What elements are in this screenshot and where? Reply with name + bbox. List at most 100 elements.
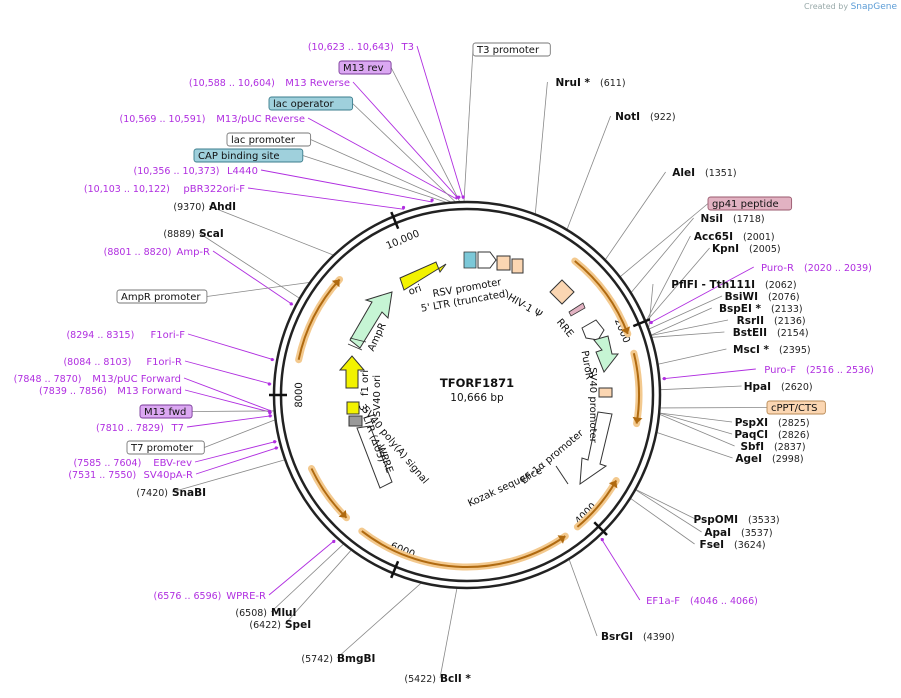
restriction-site[interactable]: SbfI(2837) [740,441,805,453]
restriction-site[interactable]: PspOMI(3533) [693,514,779,526]
tick-mark [593,521,608,536]
primer-site[interactable]: (7810 .. 7829)T7 [96,423,184,434]
restriction-site[interactable]: (8889)ScaI [163,228,223,240]
feature-arc[interactable] [361,530,566,568]
restriction-site[interactable]: FseI(3624) [700,539,766,551]
feature-label-box[interactable]: lac promoter [226,132,312,147]
feature-label-box[interactable]: CAP binding site [193,148,304,163]
site-connector [171,459,285,493]
primer-site[interactable]: Puro-F(2516 .. 2536) [764,365,874,376]
restriction-site[interactable]: (9370)AhdI [173,201,236,213]
feature-label-box[interactable]: M13 rev [338,60,392,75]
site-name: PspXI [735,417,768,429]
feature-label-box[interactable]: cPPT/CTS [766,400,826,415]
primer-range: (10,588 .. 10,604) [189,78,275,89]
feature-label-box[interactable]: T7 promoter [126,440,205,455]
inner-feature-label: PuroR [579,350,595,381]
site-position: (3624) [734,540,766,551]
rsv-promoter-feature[interactable] [477,251,497,269]
restriction-site[interactable]: PflFI - Tth111I(2062) [671,279,796,291]
site-connector [284,550,352,625]
feature-label-box[interactable]: gp41 peptide [707,196,793,211]
feature-arc[interactable] [297,278,341,360]
feature-arc-arrowhead [557,535,566,544]
primer-connector [183,377,272,412]
primer-site[interactable]: (6576 .. 6596)WPRE-R [154,591,267,602]
cppt-feature[interactable] [598,387,613,398]
primer-site[interactable]: (8801 .. 8820)Amp-R [104,247,210,258]
feature-label-box[interactable]: T3 promoter [472,42,551,57]
restriction-site[interactable]: AgeI(2998) [735,453,803,465]
restriction-site[interactable]: NruI *(611) [556,77,626,89]
primer-range: (7531 .. 7550) [68,470,136,481]
primer-connector [649,266,755,324]
primer-site[interactable]: (7839 .. 7856)M13 Forward [39,386,182,397]
ef1a-promoter-feature[interactable] [579,411,613,486]
primer-connector [268,539,336,596]
restriction-site[interactable]: BspEI *(2133) [719,303,803,315]
puror-feature[interactable] [593,335,620,373]
tick-mark [632,318,651,328]
primer-connector [184,389,272,413]
restriction-site[interactable]: BsiWI(2076) [725,291,800,303]
feature-label-connector [302,155,446,203]
sv40-polya-feature[interactable] [348,415,363,427]
site-position: (611) [600,78,626,89]
primer-range: (2516 .. 2536) [806,365,874,376]
sv40-ori-feature[interactable] [346,401,360,415]
primer-site[interactable]: (10,588 .. 10,604)M13 Reverse [189,78,350,89]
feature-label-box[interactable]: lac operator [268,96,354,111]
ampr-feature[interactable] [349,291,393,349]
primer-site[interactable]: (7585 .. 7604)EBV-rev [73,458,192,469]
restriction-site[interactable]: (6422)SpeI [249,619,311,631]
restriction-site[interactable]: (6508)MluI [235,607,296,619]
primer-site[interactable]: (8294 .. 8315)F1ori-F [66,330,185,341]
restriction-site[interactable]: BsrGI(4390) [601,631,675,643]
restriction-site[interactable]: RsrII(2136) [737,315,806,327]
site-position: (2154) [777,328,809,339]
primer-site[interactable]: (10,356 .. 10,373)L4440 [134,166,258,177]
primer-site[interactable]: (10,623 .. 10,643)T3 [308,42,414,53]
primer-site[interactable]: (7848 .. 7870)M13/pUC Forward [14,374,181,385]
primer-site[interactable]: EF1a-F(4046 .. 4066) [646,596,758,607]
restriction-site[interactable]: (7420)SnaBI [136,487,206,499]
restriction-site[interactable]: ApaI(3537) [704,527,772,539]
primer-range: (2020 .. 2039) [804,263,872,274]
hiv1-psi-feature[interactable] [496,255,511,271]
primer-name: Amp-R [177,247,211,258]
primer-site[interactable]: (7531 .. 7550)SV40pA-R [68,470,193,481]
feature-label-box[interactable]: M13 fwd [139,404,193,419]
feature-label-box[interactable]: AmpR promoter [116,289,208,304]
feature-label-connector [192,410,274,412]
restriction-site[interactable]: PaqCI(2826) [734,429,809,441]
primer-site[interactable]: (8084 .. 8103)F1ori-R [63,357,182,368]
site-position: (2826) [778,430,810,441]
feature-arc[interactable] [574,260,629,335]
restriction-site[interactable]: NsiI(1718) [700,213,764,225]
primer-site[interactable]: (10,569 .. 10,591)M13/pUC Reverse [120,114,305,125]
restriction-site[interactable]: AleI(1351) [672,167,736,179]
ori-feature[interactable] [399,261,447,291]
rre-feature[interactable] [549,279,575,305]
restriction-site[interactable]: (5422)BclI * [404,673,471,685]
primer-name: F1ori-F [151,330,186,341]
primer-site[interactable]: (10,103 .. 10,122)pBR322ori-F [84,184,245,195]
hiv1-psi-feature-2[interactable] [511,258,524,274]
restriction-site[interactable]: BstEII(2154) [733,327,809,339]
f1-ori-feature[interactable] [338,355,366,389]
primer-marker [649,320,653,325]
restriction-site[interactable]: (5742)BmgBI [301,653,375,665]
restriction-site[interactable]: Acc65I(2001) [694,231,775,243]
restriction-site[interactable]: HpaI(2620) [744,381,813,393]
feature-label-frame [472,42,551,57]
restriction-site[interactable]: KpnI(2005) [712,243,781,255]
wpre-feature[interactable] [356,425,393,489]
restriction-site[interactable]: MscI *(2395) [733,344,811,356]
restriction-site[interactable]: NotI(922) [615,111,675,123]
primer-site[interactable]: Puro-R(2020 .. 2039) [761,263,872,274]
primer-connector [600,537,641,601]
restriction-site[interactable]: PspXI(2825) [735,417,810,429]
site-position: (8889) [163,229,195,240]
primer-connector [247,187,405,210]
sv40-promoter-feature[interactable] [581,319,605,341]
